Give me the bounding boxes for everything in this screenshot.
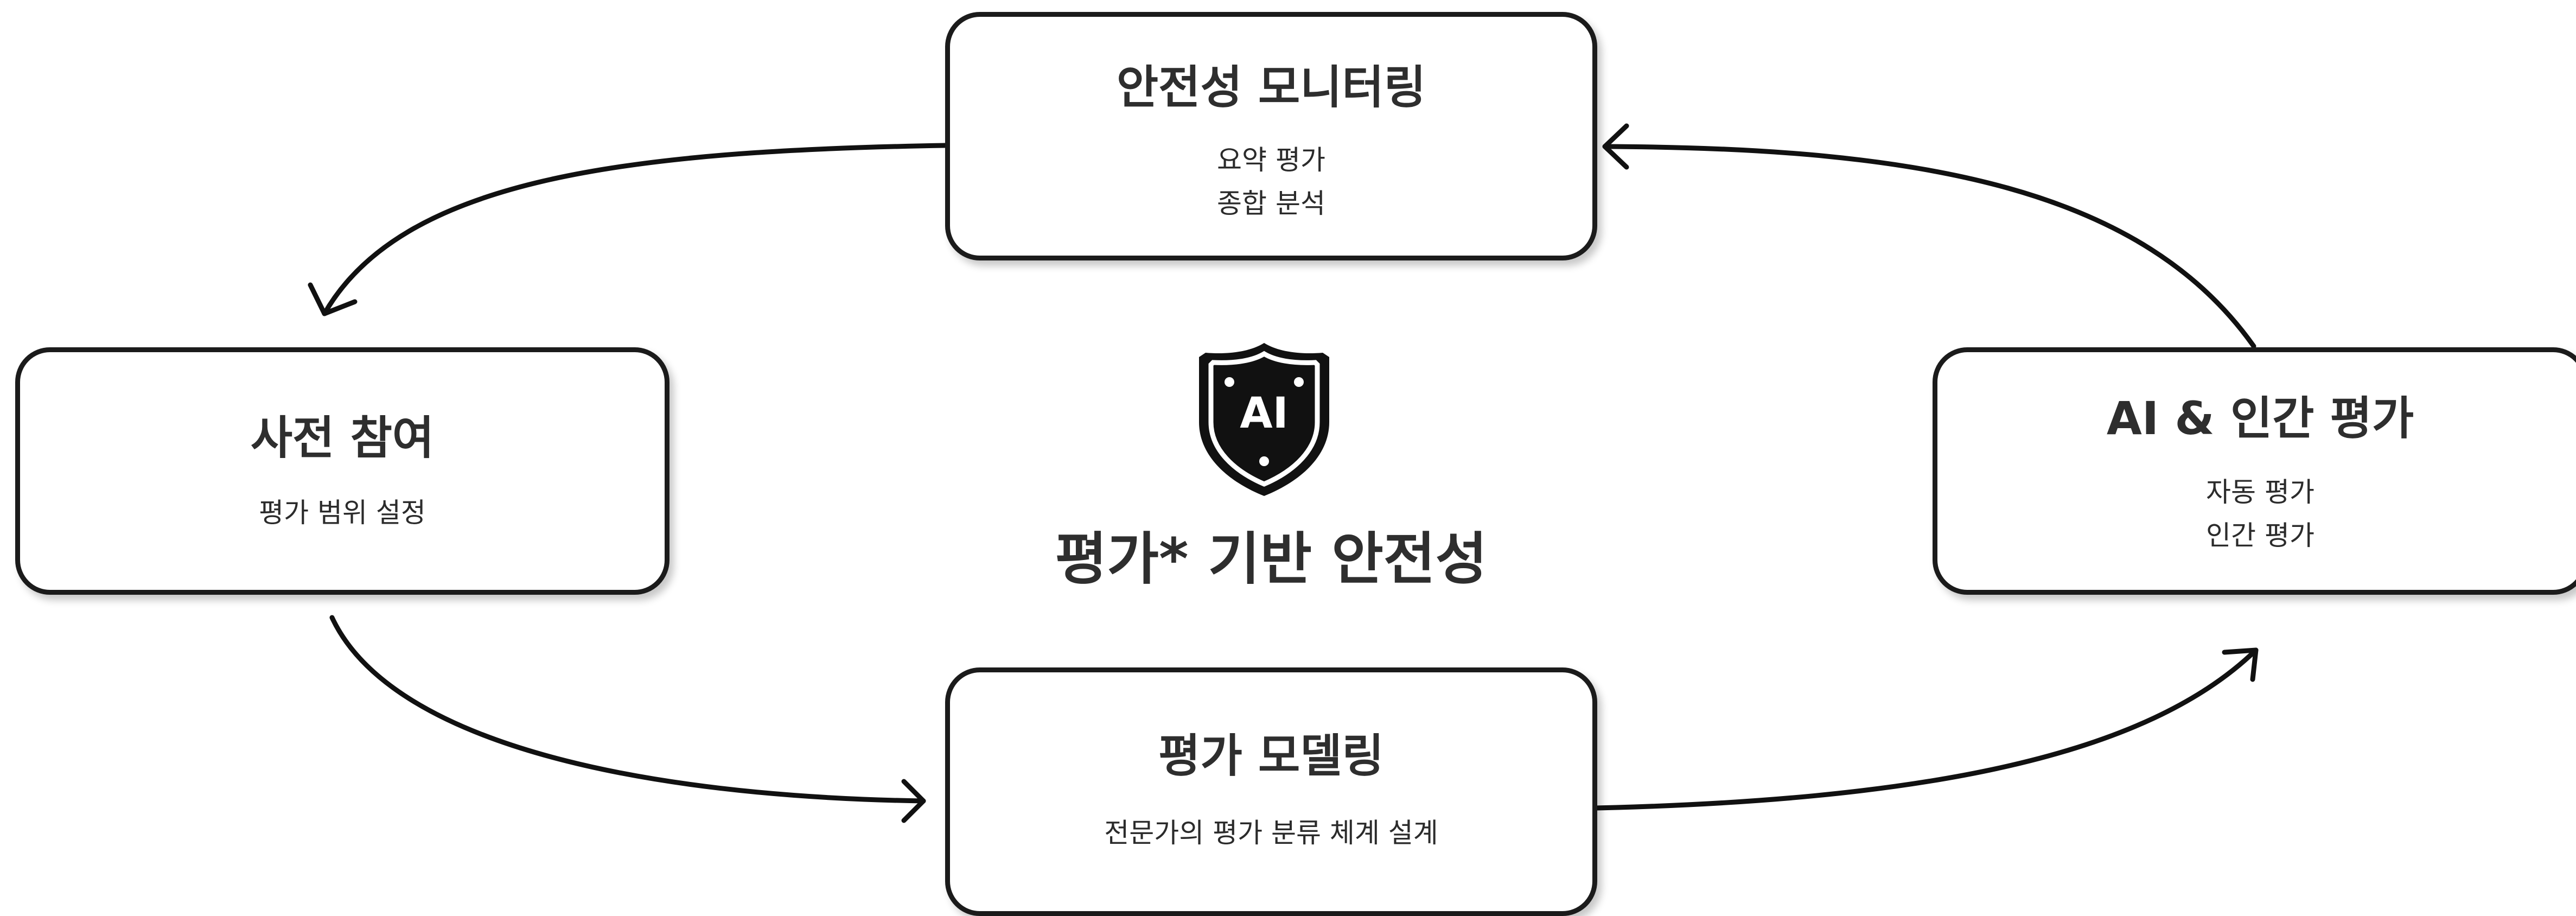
shield-icon-text: AI [1240,389,1288,438]
arrow-modeling-to-evaluation [1568,647,2259,811]
arrowhead-modeling [901,779,926,823]
node-line: 인간 평가 [2206,520,2314,552]
node-ai-human-evaluation: AI & 인간 평가 자동 평가 인간 평가 [1933,347,2576,595]
arrowhead-evaluation [2222,647,2259,682]
node-title: AI & 인간 평가 [2106,392,2414,445]
arrowhead-engagement [308,282,358,316]
node-evaluation-modeling: 평가 모델링 전문가의 평가 분류 체계 설계 [945,667,1597,916]
node-line: 요약 평가 [1217,144,1325,176]
arrow-monitoring-to-engagement [322,143,948,316]
node-safety-monitoring: 안전성 모니터링 요약 평가 종합 분석 [945,12,1597,260]
node-line: 전문가의 평가 분류 체계 설계 [1104,817,1438,849]
node-line: 평가 범위 설정 [259,497,426,529]
node-title: 사전 참여 [250,411,435,465]
node-line: 종합 분석 [1217,188,1325,220]
ai-shield-icon: AI [1199,343,1329,496]
node-line: 자동 평가 [2206,476,2314,508]
center-label: 평가* 기반 안전성 [1055,526,1488,592]
arrowhead-monitoring [1602,123,1629,170]
node-title: 평가 모델링 [1158,729,1384,783]
node-pre-engagement: 사전 참여 평가 범위 설정 [15,347,669,595]
node-title: 안전성 모니터링 [1116,61,1426,114]
arrow-engagement-to-modeling [329,615,926,804]
arrow-evaluation-to-monitoring [1602,144,2256,349]
